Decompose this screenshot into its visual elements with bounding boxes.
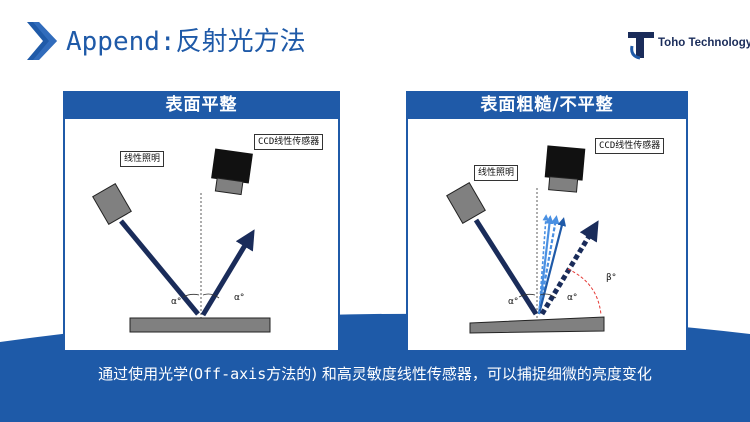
angle-label-right: α° <box>567 293 578 303</box>
page-title-prefix: Append: <box>66 27 176 57</box>
sensor-label-rest: 线性传感器 <box>615 141 661 151</box>
light-label-flat: 线性照明 <box>120 151 165 167</box>
incident-ray <box>119 219 200 316</box>
linear-light-source <box>92 182 132 226</box>
linear-light-source <box>446 181 486 225</box>
scattered-ray-3 <box>537 217 567 315</box>
company-logo: Toho Technology <box>626 28 750 62</box>
bottom-caption: 通过使用光学(Off-axis方法的) 和高灵敏度线性传感器，可以捕捉细微的亮度… <box>0 363 750 384</box>
sensor-label-prefix: CCD <box>599 141 616 151</box>
scattered-ray-4 <box>538 214 549 315</box>
page-title: Append:反射光方法 <box>66 24 306 60</box>
sensor-label-flat: CCD线性传感器 <box>254 134 324 150</box>
sensor-label-prefix: CCD <box>258 137 275 147</box>
reflected-ray <box>200 229 255 317</box>
panel-rough-surface: 表面粗糙/不平整 <box>406 91 688 352</box>
sensor-label-rest: 线性传感器 <box>274 137 320 147</box>
sensor-label-rough: CCD线性传感器 <box>595 138 665 154</box>
light-label-rough: 线性照明 <box>474 165 519 181</box>
caption-part1: 通过使用光学( <box>98 365 194 383</box>
angle-arc-left <box>182 293 200 298</box>
angle-label-left: α° <box>171 297 182 307</box>
panel-title-rough: 表面粗糙/不平整 <box>406 91 688 119</box>
panel-flat-surface: 表面平整 线性照明 CCD线性传感器 α° α° <box>63 91 340 352</box>
angle-label-beta: β° <box>606 273 617 283</box>
toho-logo-icon <box>628 32 654 60</box>
angle-arc-right <box>539 293 557 299</box>
specular-reflected-ray <box>539 220 599 316</box>
angle-label-left: α° <box>508 297 519 307</box>
ccd-sensor <box>211 148 253 196</box>
beta-angle-arc <box>567 268 602 316</box>
chevron-right-icon <box>27 22 57 60</box>
incident-ray <box>473 218 539 316</box>
angle-arc-right <box>202 293 220 299</box>
page-title-main: 反射光方法 <box>175 27 306 57</box>
scattered-ray-2 <box>537 215 560 315</box>
sample-surface <box>129 317 271 333</box>
rough-surface-diagram <box>446 145 605 334</box>
angle-label-right: α° <box>234 293 245 303</box>
flat-surface-diagram <box>92 148 271 333</box>
caption-part2: Off-axis <box>193 365 267 383</box>
panel-title-flat: 表面平整 <box>63 91 340 119</box>
ccd-sensor <box>544 145 586 193</box>
caption-part3: 方法的) 和高灵敏度线性传感器，可以捕捉细微的亮度变化 <box>266 365 652 383</box>
angle-arc-left <box>518 293 536 298</box>
sample-surface <box>469 316 605 334</box>
logo-text: Toho Technology <box>658 37 750 49</box>
